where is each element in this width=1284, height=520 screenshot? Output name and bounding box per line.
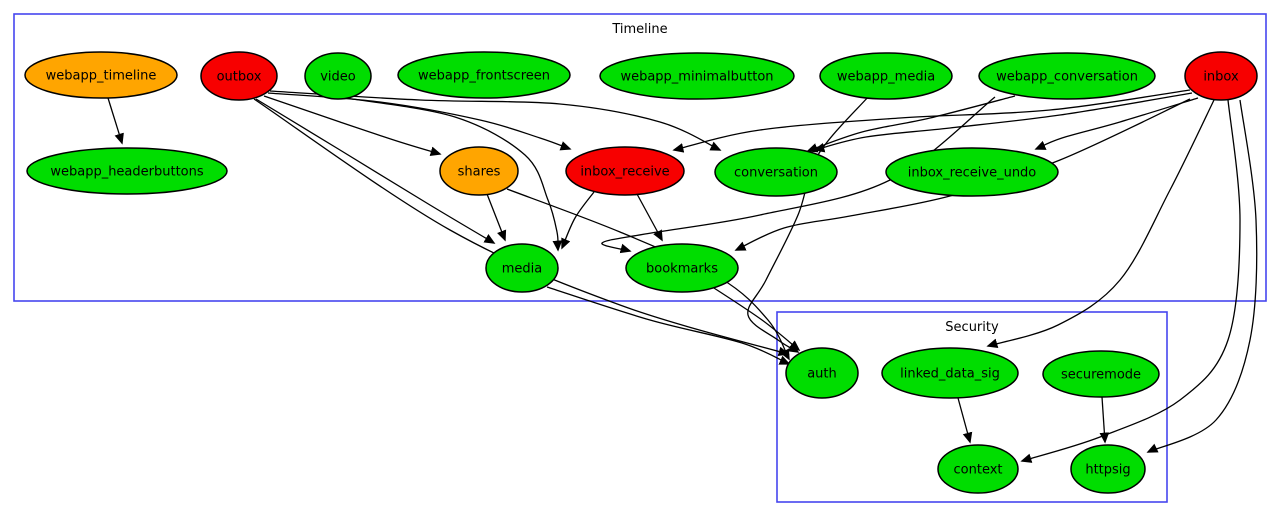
- node-auth-shape: [785, 347, 859, 399]
- node-media-shape: [485, 243, 559, 293]
- node-auth-label: auth: [807, 367, 837, 382]
- node-securemode: securemode: [1042, 350, 1160, 398]
- cluster-security-label: Security: [945, 320, 999, 335]
- edge-inbox-to-bookmarks: [734, 98, 1191, 251]
- edge-bookmarks-to-auth: [713, 287, 801, 352]
- node-context-shape: [937, 444, 1019, 494]
- node-inbox_receive_undo-label: inbox_receive_undo: [908, 166, 1037, 181]
- node-shares-shape: [439, 146, 519, 196]
- node-video-shape: [304, 52, 372, 100]
- node-securemode-label: securemode: [1061, 368, 1141, 383]
- edge-securemode-to-httpsig: [1099, 396, 1110, 444]
- node-webapp_media: webapp_media: [819, 52, 953, 100]
- node-securemode-shape: [1042, 350, 1160, 398]
- node-inbox_receive: inbox_receive: [565, 146, 685, 196]
- node-media-label: media: [502, 262, 543, 277]
- node-inbox: inbox: [1184, 51, 1258, 101]
- cluster-timeline-border: [13, 13, 1267, 302]
- node-context: context: [937, 444, 1019, 494]
- node-conversation: conversation: [714, 147, 838, 197]
- node-webapp_frontscreen: webapp_frontscreen: [397, 51, 571, 99]
- edge-outbox-to-media: [255, 98, 496, 244]
- edge-inbox-to-inbox_receive_undo: [1034, 97, 1199, 150]
- node-video: video: [304, 52, 372, 100]
- edge-webapp_timeline-to-webapp_headerbuttons: [107, 97, 124, 145]
- node-conversation-shape: [714, 147, 838, 197]
- node-conversation-label: conversation: [734, 166, 818, 181]
- node-webapp_timeline: webapp_timeline: [24, 51, 178, 99]
- edge-inbox-to-conversation: [813, 92, 1193, 153]
- node-auth: auth: [785, 347, 859, 399]
- node-webapp_timeline-label: webapp_timeline: [46, 69, 157, 84]
- node-webapp_conversation: webapp_conversation: [978, 52, 1156, 100]
- node-outbox-shape: [200, 51, 278, 101]
- edge-outbox-to-shares: [263, 95, 442, 156]
- cluster-timeline-label: Timeline: [611, 22, 667, 37]
- node-outbox: outbox: [200, 51, 278, 101]
- node-video-label: video: [320, 70, 356, 85]
- edge-layer: [107, 89, 1258, 463]
- node-inbox_receive_undo-shape: [885, 147, 1059, 197]
- node-httpsig-label: httpsig: [1085, 463, 1130, 478]
- edge-webapp_conversation-to-conversation: [806, 95, 1016, 153]
- node-layer: webapp_timeline outbox video webapp_frontsc…: [24, 51, 1258, 494]
- node-webapp_timeline-shape: [24, 51, 178, 99]
- node-httpsig-shape: [1070, 444, 1146, 494]
- node-bookmarks: bookmarks: [625, 243, 739, 293]
- node-inbox_receive-shape: [565, 146, 685, 196]
- node-webapp_media-shape: [819, 52, 953, 100]
- node-webapp_minimalbutton-label: webapp_minimalbutton: [620, 70, 773, 85]
- node-webapp_conversation-shape: [978, 52, 1156, 100]
- node-webapp_headerbuttons: webapp_headerbuttons: [26, 147, 228, 195]
- node-webapp_frontscreen-label: webapp_frontscreen: [418, 69, 550, 84]
- edge-video-to-media: [345, 97, 563, 252]
- node-inbox_receive-label: inbox_receive: [580, 165, 669, 180]
- node-bookmarks-shape: [625, 243, 739, 293]
- node-webapp_minimalbutton: webapp_minimalbutton: [599, 52, 795, 100]
- node-webapp_media-label: webapp_media: [837, 70, 935, 85]
- node-webapp_headerbuttons-shape: [26, 147, 228, 195]
- node-shares-label: shares: [458, 165, 501, 180]
- node-linked_data_sig-label: linked_data_sig: [900, 367, 1000, 382]
- edge-media-to-auth: [546, 286, 791, 365]
- edge-inbox-to-context: [1020, 99, 1241, 463]
- edge-shares-to-media: [486, 193, 507, 242]
- cluster-security-border: [776, 311, 1168, 503]
- node-context-label: context: [954, 463, 1003, 478]
- node-shares: shares: [439, 146, 519, 196]
- node-httpsig: httpsig: [1070, 444, 1146, 494]
- node-bookmarks-label: bookmarks: [646, 262, 718, 277]
- edge-inbox-to-httpsig: [1146, 99, 1258, 453]
- node-inbox-shape: [1184, 51, 1258, 101]
- node-webapp_headerbuttons-label: webapp_headerbuttons: [50, 165, 204, 180]
- node-linked_data_sig: linked_data_sig: [881, 347, 1019, 399]
- node-webapp_conversation-label: webapp_conversation: [996, 70, 1138, 85]
- node-linked_data_sig-shape: [881, 347, 1019, 399]
- node-webapp_frontscreen-shape: [397, 51, 571, 99]
- node-outbox-label: outbox: [217, 70, 262, 85]
- node-inbox-label: inbox: [1203, 70, 1239, 85]
- edge-inbox-to-inbox_receive: [672, 89, 1191, 153]
- edge-inbox-to-linked_data_sig: [986, 99, 1215, 348]
- edge-inbox_receive-to-media: [561, 191, 595, 250]
- node-webapp_minimalbutton-shape: [599, 52, 795, 100]
- node-inbox_receive_undo: inbox_receive_undo: [885, 147, 1059, 197]
- node-media: media: [485, 243, 559, 293]
- edge-linked_data_sig-to-context: [957, 397, 973, 444]
- edge-outbox-to-auth: [253, 98, 790, 357]
